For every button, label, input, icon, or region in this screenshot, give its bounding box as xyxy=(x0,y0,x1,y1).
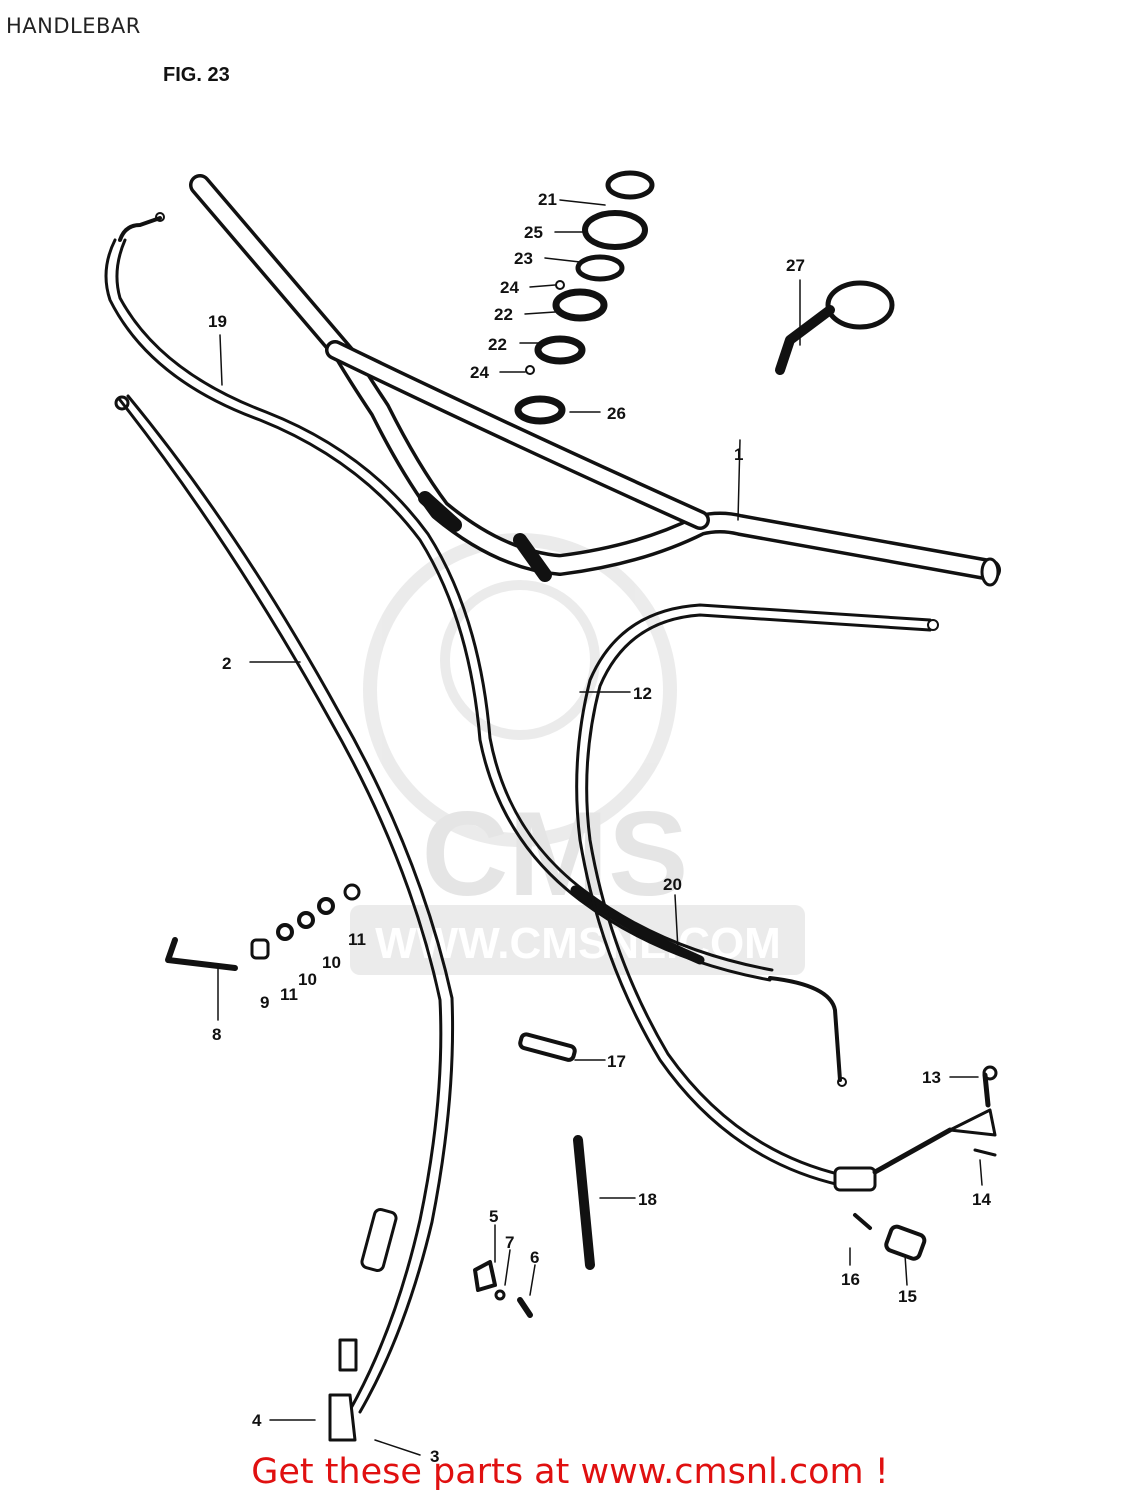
callout-13: 13 xyxy=(922,1068,941,1087)
cable-12 xyxy=(575,603,953,1192)
callout-24a: 24 xyxy=(500,278,519,297)
clip-17 xyxy=(518,1032,577,1062)
parts-13-16 xyxy=(853,1065,998,1261)
watermark-url: WWW.CMSNL.COM xyxy=(375,919,781,968)
callout-17: 17 xyxy=(607,1052,626,1071)
callout-11b: 11 xyxy=(348,930,366,949)
callout-18: 18 xyxy=(638,1190,657,1209)
leader-lines xyxy=(217,199,983,1456)
switch-27 xyxy=(775,280,895,375)
callout-22b: 22 xyxy=(488,335,507,354)
callout-25: 25 xyxy=(524,223,543,242)
callout-22a: 22 xyxy=(494,305,513,324)
callout-11a: 11 xyxy=(280,985,298,1004)
callout-10b: 10 xyxy=(322,953,341,972)
callout-19: 19 xyxy=(208,312,227,331)
callout-9: 9 xyxy=(260,993,269,1012)
callout-26: 26 xyxy=(607,404,626,423)
callout-labels: 1 2 3 4 5 6 7 8 9 10 10 11 11 12 13 14 1… xyxy=(208,190,991,1466)
callout-1: 1 xyxy=(734,445,743,464)
callout-21: 21 xyxy=(538,190,557,209)
cable-20 xyxy=(570,885,705,965)
callout-6: 6 xyxy=(530,1248,539,1267)
strap-18 xyxy=(573,1135,595,1270)
callout-12: 12 xyxy=(633,684,652,703)
figure-label: FIG. 23 xyxy=(163,64,230,86)
callout-5: 5 xyxy=(489,1207,498,1226)
callout-24b: 24 xyxy=(470,363,489,382)
page-title: HANDLEBAR xyxy=(6,14,141,38)
callout-4: 4 xyxy=(252,1411,262,1430)
callout-27: 27 xyxy=(786,256,805,275)
watermark-brand: CMS xyxy=(422,787,689,921)
bearing-stack xyxy=(514,170,655,425)
callout-10a: 10 xyxy=(298,970,317,989)
callout-14: 14 xyxy=(972,1190,991,1209)
callout-7: 7 xyxy=(505,1233,514,1252)
callout-2: 2 xyxy=(222,654,231,673)
callout-15: 15 xyxy=(898,1287,917,1306)
callout-8: 8 xyxy=(212,1025,221,1044)
callout-3: 3 xyxy=(430,1447,439,1466)
callout-16: 16 xyxy=(841,1270,860,1289)
parts-5-6-7 xyxy=(473,1260,533,1318)
cable-2 xyxy=(114,394,455,1442)
footer-link[interactable]: Get these parts at www.cmsnl.com ! xyxy=(251,1452,889,1492)
callout-20: 20 xyxy=(663,875,682,894)
bolt-kit-8-11 xyxy=(165,883,361,971)
callout-23: 23 xyxy=(514,249,533,268)
handlebar xyxy=(189,174,1001,587)
